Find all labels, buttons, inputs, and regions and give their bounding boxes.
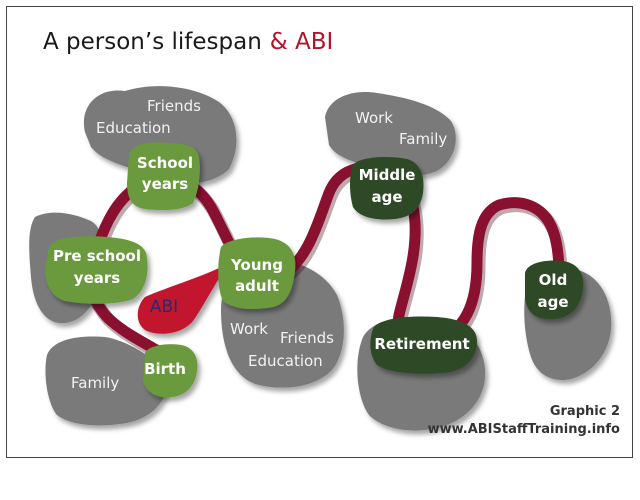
ctx-school-education: Education	[96, 119, 171, 137]
young-label-1: Young	[230, 256, 283, 274]
node-old	[525, 260, 584, 320]
young-label-2: adult	[235, 277, 279, 295]
school-label-2: years	[142, 175, 188, 193]
lifespan-diagram: ABI School years Pre school years Birth …	[29, 86, 612, 431]
node-middle	[350, 157, 424, 220]
abi-wedge	[137, 263, 229, 334]
node-school	[127, 142, 200, 211]
node-young	[218, 237, 296, 309]
website-credit: www.ABIStaffTraining.info	[427, 422, 620, 437]
node-preschool	[45, 236, 148, 304]
abi-marker: ABI	[137, 263, 229, 334]
old-label-2: age	[537, 293, 568, 311]
middle-label-2: age	[371, 188, 402, 206]
retirement-label: Retirement	[374, 335, 469, 353]
node-retirement	[370, 316, 477, 374]
lifespan-path	[84, 162, 568, 371]
ctx-school-friends: Friends	[147, 97, 201, 115]
ctx-young-friends: Friends	[280, 329, 334, 347]
diagram-frame: ABI School years Pre school years Birth …	[6, 6, 633, 458]
page-title: A person’s lifespan & ABI	[43, 29, 333, 55]
preschool-label-2: years	[74, 269, 120, 287]
node-labels: School years Pre school years Birth Youn…	[53, 154, 569, 378]
preschool-label-1: Pre school	[53, 247, 141, 265]
middle-label-1: Middle	[359, 166, 416, 184]
ctx-young-work: Work	[230, 320, 268, 338]
stage-nodes	[45, 142, 584, 398]
blob-middle	[325, 92, 456, 176]
ctx-birth-family: Family	[71, 374, 119, 392]
blob-birth	[45, 336, 168, 426]
graphic-number: Graphic 2	[549, 404, 620, 419]
context-labels: Friends Education Work Family Work Frien…	[71, 97, 447, 392]
ctx-middle-work: Work	[355, 109, 393, 127]
birth-label: Birth	[144, 360, 186, 378]
node-birth	[143, 344, 198, 398]
ctx-young-education: Education	[248, 352, 323, 370]
ctx-middle-family: Family	[399, 130, 447, 148]
title-accent: & ABI	[269, 29, 334, 55]
abi-label: ABI	[150, 297, 178, 317]
old-label-1: Old	[539, 271, 568, 289]
path-main	[84, 162, 565, 367]
school-label-1: School	[137, 154, 193, 172]
title-main: A person’s lifespan	[43, 29, 262, 55]
